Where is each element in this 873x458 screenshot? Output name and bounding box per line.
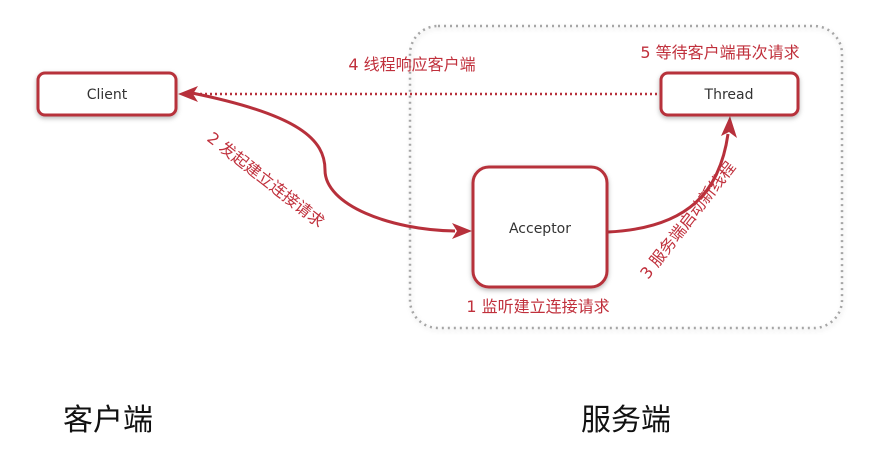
arrow-client-to-acceptor <box>191 91 456 233</box>
step-4-label: 4 线程响应客户端 <box>348 55 475 74</box>
acceptor-label: Acceptor <box>509 221 571 237</box>
step-3-label: 3 服务端启动新线程 <box>636 158 739 283</box>
arrow-acceptor-to-thread <box>607 133 730 234</box>
step-5-label: 5 等待客户端再次请求 <box>640 43 799 62</box>
client-side-label: 客户端 <box>63 403 153 438</box>
step-1-label: 1 监听建立连接请求 <box>466 297 609 316</box>
arrowhead-thread <box>721 116 737 138</box>
server-side-label: 服务端 <box>581 403 671 438</box>
step-2-label: 2 发起建立连接请求 <box>204 128 329 231</box>
arrowhead-acceptor <box>452 223 472 239</box>
arrowhead-client <box>178 86 198 102</box>
client-box <box>36 71 178 117</box>
thread-label: Thread <box>704 87 754 103</box>
client-label: Client <box>87 87 128 103</box>
server-boundary <box>408 24 844 330</box>
acceptor-box <box>471 165 609 289</box>
thread-box <box>659 71 800 117</box>
